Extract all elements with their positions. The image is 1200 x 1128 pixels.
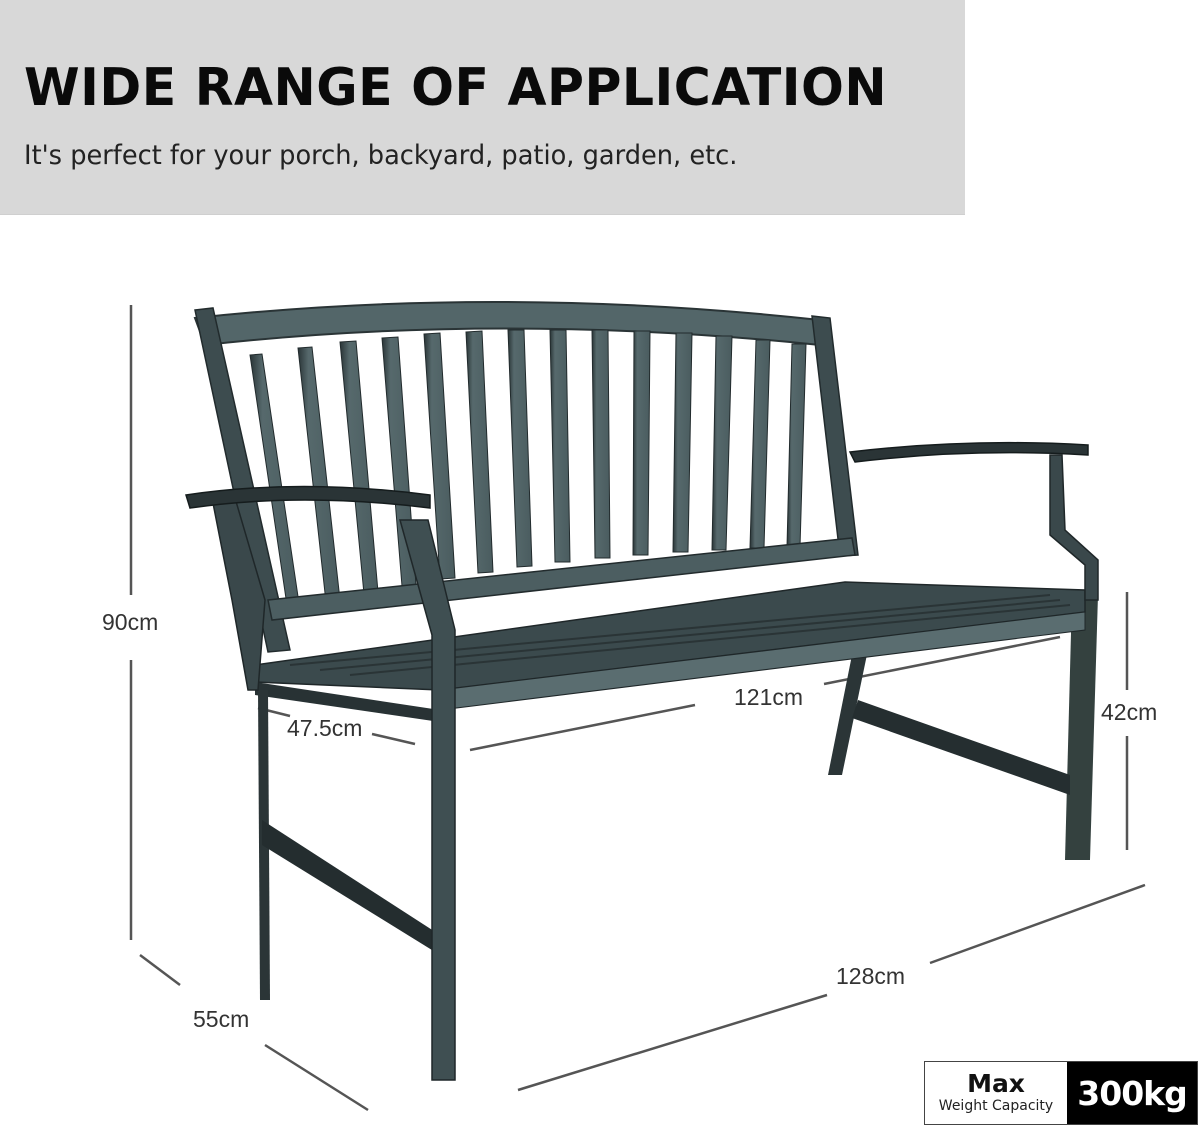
dimension-depth-label: 55cm	[193, 1006, 250, 1032]
dimension-height-label: 90cm	[102, 609, 159, 635]
dimension-lines	[129, 305, 1146, 1112]
dimension-width-label: 128cm	[836, 963, 906, 989]
dimension-seat-depth-label: 47.5cm	[287, 715, 363, 741]
banner-subtitle: It's perfect for your porch, backyard, p…	[24, 140, 738, 171]
weight-capacity-badge: Max Weight Capacity 300kg	[924, 1061, 1198, 1125]
bench-front-frame	[185, 441, 1099, 1081]
dimension-seat-width-label: 121cm	[734, 684, 804, 710]
dimension-seat-height-label: 42cm	[1101, 699, 1158, 725]
bench-back-legs	[828, 595, 1098, 860]
header-banner: WIDE RANGE OF APPLICATION It's perfect f…	[0, 0, 965, 215]
badge-max-text: Max	[967, 1069, 1025, 1098]
badge-label: Max Weight Capacity	[925, 1062, 1067, 1124]
bench-seat	[254, 581, 1086, 722]
badge-value: 300kg	[1067, 1062, 1197, 1124]
badge-capacity-text: Weight Capacity	[938, 1098, 1054, 1114]
banner-title: WIDE RANGE OF APPLICATION	[24, 58, 888, 118]
